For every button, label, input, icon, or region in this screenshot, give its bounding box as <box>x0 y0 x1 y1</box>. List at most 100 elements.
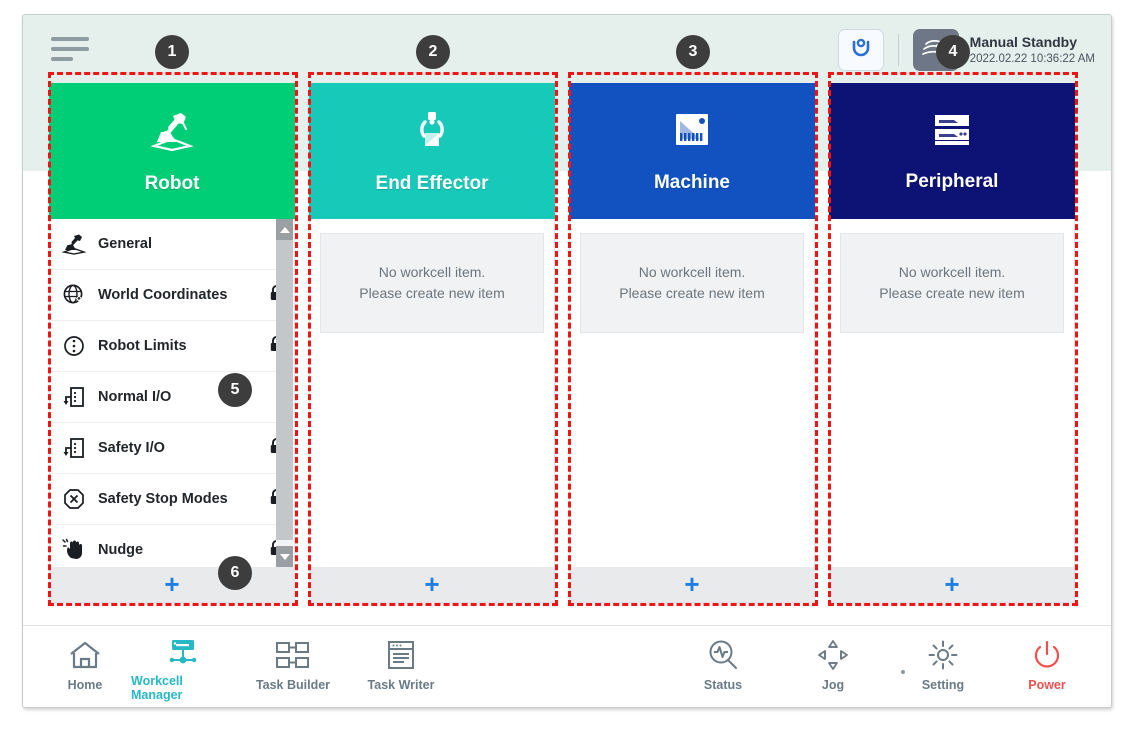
home-icon <box>68 638 102 672</box>
list-item[interactable]: General <box>50 219 294 270</box>
nav-label: Workcell Manager <box>131 674 183 702</box>
jog-dpad-icon <box>816 638 850 672</box>
globe-coordinates-icon <box>62 283 92 307</box>
list-item-label: General <box>98 236 152 252</box>
nav-label: Power <box>1028 678 1066 692</box>
nav-label: Setting <box>921 678 965 692</box>
machine-icon <box>670 109 714 156</box>
nav-item-setting[interactable]: Setting <box>891 638 995 700</box>
status-title: Manual Standby <box>969 34 1078 51</box>
add-end-effector-item-button[interactable]: + <box>309 567 555 603</box>
annotation-badge-5: 5 <box>218 373 252 407</box>
nav-item-jog[interactable]: Jog <box>781 638 885 700</box>
plus-icon: + <box>684 568 700 599</box>
card-title-machine: Machine <box>653 171 731 193</box>
card-header-robot[interactable]: Robot <box>49 83 295 219</box>
add-machine-item-button[interactable]: + <box>569 567 815 603</box>
empty-line-1: No workcell item. <box>378 264 486 280</box>
app-window: Manual Standby 2022.02.22 10:36:22 AM <box>22 14 1112 708</box>
scroll-down-icon[interactable] <box>276 546 293 567</box>
card-title-robot: Robot <box>144 172 200 194</box>
nav-item-workcell-manager[interactable]: Workcell Manager <box>131 638 235 702</box>
scrollbar-thumb[interactable] <box>276 240 293 540</box>
empty-placeholder: No workcell item. Please create new item <box>840 233 1064 333</box>
stop-octagon-icon <box>62 487 92 511</box>
list-item-label: Safety Stop Modes <box>98 491 228 507</box>
card-title-end-effector: End Effector <box>375 172 489 194</box>
io-port-icon <box>62 436 92 460</box>
nav-label: Task Writer <box>367 678 435 692</box>
annotation-badge-4: 4 <box>936 35 970 69</box>
power-icon <box>1031 638 1063 672</box>
header-divider <box>897 34 899 66</box>
card-body-peripheral: No workcell item. Please create new item <box>829 219 1075 567</box>
io-port-icon <box>62 385 92 409</box>
plus-icon: + <box>164 568 180 599</box>
empty-placeholder: No workcell item. Please create new item <box>580 233 804 333</box>
nav-item-status[interactable]: Status <box>671 638 775 700</box>
nav-label: Status <box>703 678 743 692</box>
workcell-icon <box>165 638 201 668</box>
status-scope-icon <box>706 638 740 672</box>
list-item-label: Safety I/O <box>98 440 165 456</box>
hamburger-line <box>51 47 89 51</box>
card-body-machine: No workcell item. Please create new item <box>569 219 815 567</box>
nav-item-power[interactable]: Power <box>995 638 1099 700</box>
hamburger-line <box>51 37 89 41</box>
empty-line-2: Please create new item <box>619 285 765 301</box>
card-body-end-effector: No workcell item. Please create new item <box>309 219 555 567</box>
cobot-arc-icon[interactable] <box>837 29 884 71</box>
column-end-effector: End Effector No workcell item. Please cr… <box>309 83 555 603</box>
list-item-label: World Coordinates <box>98 287 228 303</box>
nav-item-task-builder[interactable]: Task Builder <box>241 638 345 700</box>
list-item[interactable]: Normal I/O <box>50 372 294 423</box>
column-machine: Machine No workcell item. Please create … <box>569 83 815 603</box>
bottom-nav: Home Workcell Manager <box>23 625 1111 707</box>
card-header-peripheral[interactable]: Peripheral <box>829 83 1075 219</box>
annotation-badge-2: 2 <box>416 35 450 69</box>
task-builder-icon <box>274 638 312 672</box>
list-scrollbar[interactable] <box>276 219 293 567</box>
list-item[interactable]: World Coordinates <box>50 270 294 321</box>
list-item-label: Robot Limits <box>98 338 187 354</box>
gripper-icon <box>410 108 454 157</box>
list-item[interactable]: Safety I/O <box>50 423 294 474</box>
scroll-up-icon[interactable] <box>276 219 293 240</box>
empty-line-2: Please create new item <box>359 285 505 301</box>
list-item[interactable]: Robot Limits <box>50 321 294 372</box>
empty-line-1: No workcell item. <box>638 264 746 280</box>
card-header-machine[interactable]: Machine <box>569 83 815 219</box>
plus-icon: + <box>424 568 440 599</box>
empty-line-2: Please create new item <box>879 285 1025 301</box>
robot-arm-icon <box>148 108 196 157</box>
list-item-label: Normal I/O <box>98 389 172 405</box>
gear-icon <box>927 638 959 672</box>
limits-circle-icon <box>62 334 92 358</box>
annotation-badge-6: 6 <box>218 556 252 590</box>
list-item[interactable]: Safety Stop Modes <box>50 474 294 525</box>
task-writer-icon <box>385 638 417 672</box>
nav-item-task-writer[interactable]: Task Writer <box>349 638 453 700</box>
nav-dot-separator <box>901 670 905 674</box>
annotation-badge-1: 1 <box>155 35 189 69</box>
plus-icon: + <box>944 568 960 599</box>
nav-item-home[interactable]: Home <box>33 638 137 700</box>
card-title-peripheral: Peripheral <box>905 170 999 192</box>
status-block: Manual Standby 2022.02.22 10:36:22 AM <box>970 34 1095 66</box>
peripheral-rack-icon <box>928 110 976 155</box>
hamburger-menu-icon[interactable] <box>51 37 93 67</box>
list-item-label: Nudge <box>98 542 144 558</box>
nav-label: Task Builder <box>255 678 331 692</box>
annotation-badge-3: 3 <box>676 35 710 69</box>
add-robot-item-button[interactable]: + <box>49 567 295 603</box>
nav-label: Home <box>67 678 103 692</box>
nav-label: Jog <box>821 678 845 692</box>
hand-nudge-icon <box>62 538 92 562</box>
list-item[interactable]: Nudge <box>50 525 294 567</box>
robot-arm-small-icon <box>62 233 92 255</box>
add-peripheral-item-button[interactable]: + <box>829 567 1075 603</box>
card-header-end-effector[interactable]: End Effector <box>309 83 555 219</box>
